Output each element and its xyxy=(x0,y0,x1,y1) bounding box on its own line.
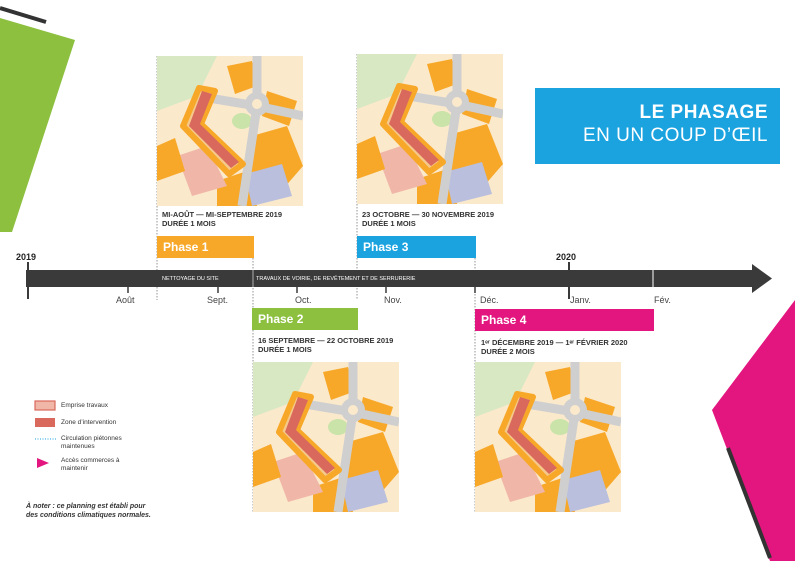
month-oct: Oct. xyxy=(295,295,312,305)
title-line-1: LE PHASAGE xyxy=(639,102,768,123)
dark-corner-stroke xyxy=(0,6,47,24)
segment-travaux: TRAVAUX DE VOIRIE, DE REVÊTEMENT ET DE S… xyxy=(256,276,416,282)
magenta-corner-shape xyxy=(712,300,795,561)
phase-3-label: Phase 3 xyxy=(357,236,476,258)
phase-2-duration: DURÉE 1 MOIS xyxy=(258,345,312,354)
phase-4-label: Phase 4 xyxy=(475,309,654,331)
emprise-swatch-icon xyxy=(34,400,56,411)
legend-zone: Zone d’intervention xyxy=(61,419,117,426)
year-2019: 2019 xyxy=(16,252,37,262)
green-corner-shape xyxy=(0,18,75,232)
triangle-marker-icon xyxy=(37,458,49,468)
month-nov: Nov. xyxy=(384,295,402,305)
phase-4-dates: 1ᵉʳ DÉCEMBRE 2019 — 1ᵉʳ FÉVRIER 2020 xyxy=(481,338,628,347)
month-sept: Sept. xyxy=(207,295,229,305)
month-dec: Déc. xyxy=(480,295,499,305)
title-line-2: EN UN COUP D’ŒIL xyxy=(582,125,768,146)
year-2020: 2020 xyxy=(556,252,577,262)
phase-4-duration: DURÉE 2 MOIS xyxy=(481,347,535,356)
title-box: LE PHASAGE EN UN COUP D’ŒIL xyxy=(535,88,780,164)
phase-1-dates: MI-AOÛT — MI-SEPTEMBRE 2019 xyxy=(162,210,283,219)
phase-3-dates: 23 OCTOBRE — 30 NOVEMBRE 2019 xyxy=(362,210,494,219)
planning-note: À noter : ce planning est établi pour de… xyxy=(26,503,151,519)
phase-2-label: Phase 2 xyxy=(252,308,358,330)
month-janv: Janv. xyxy=(570,295,591,305)
phase-1-dates-block: MI-AOÛT — MI-SEPTEMBRE 2019 DURÉE 1 MOIS xyxy=(162,210,282,228)
legend-circulation: Circulation piétonnes maintenues xyxy=(61,435,122,450)
phase-1-label: Phase 1 xyxy=(157,236,254,258)
dark-corner-stroke-right xyxy=(726,447,772,559)
month-aout: Août xyxy=(116,295,135,305)
month-fev: Fév. xyxy=(654,295,671,305)
legend-acces: Accès commerces à maintenir xyxy=(61,457,120,472)
phase-3-dates-block: 23 OCTOBRE — 30 NOVEMBRE 2019 DURÉE 1 MO… xyxy=(362,210,494,228)
zone-swatch-icon xyxy=(35,418,55,427)
phase-1-duration: DURÉE 1 MOIS xyxy=(162,219,216,228)
segment-nettoyage: NETTOYAGE DU SITE xyxy=(162,276,219,282)
phase-4-dates-block: 1ᵉʳ DÉCEMBRE 2019 — 1ᵉʳ FÉVRIER 2020 DUR… xyxy=(481,338,628,356)
phase-2-dates: 16 SEPTEMBRE — 22 OCTOBRE 2019 xyxy=(258,336,394,345)
phase-3-duration: DURÉE 1 MOIS xyxy=(362,219,416,228)
legend-emprise: Emprise travaux xyxy=(61,402,108,409)
phase-2-dates-block: 16 SEPTEMBRE — 22 OCTOBRE 2019 DURÉE 1 M… xyxy=(258,336,393,354)
